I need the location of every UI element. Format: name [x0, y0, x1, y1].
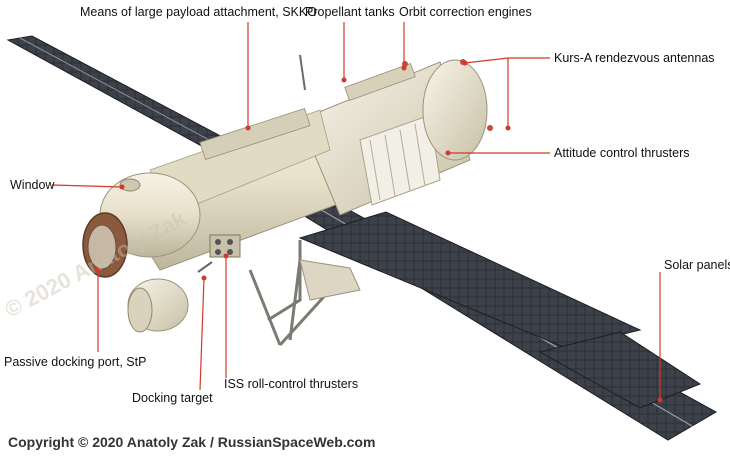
radiator-plate	[299, 259, 361, 301]
label-propellant-tanks: Propellant tanks	[305, 5, 395, 19]
solar-array-lower-right	[296, 204, 718, 441]
leader-endpoints	[95, 60, 663, 403]
label-window: Window	[10, 178, 55, 192]
forward-section	[82, 172, 241, 333]
leader-lines	[51, 22, 661, 400]
copyright-text: Copyright © 2020 Anatoly Zak / RussianSp…	[8, 434, 376, 450]
label-roll-control-thrusters: ISS roll-control thrusters	[224, 377, 359, 391]
label-passive-docking-port: Passive docking port, StP	[4, 355, 147, 369]
label-orbit-correction-engines: Orbit correction engines	[399, 5, 532, 19]
label-docking-target: Docking target	[132, 391, 213, 405]
leader-window	[51, 184, 123, 188]
label-skko: Means of large payload attachment, SKKO	[80, 5, 317, 19]
leader-kurs-branch	[464, 57, 509, 64]
leader-kurs	[507, 57, 550, 128]
label-attitude-thrusters: Attitude control thrusters	[554, 146, 690, 160]
label-solar-panels: Solar panels	[664, 258, 730, 272]
leader-docking-target	[199, 277, 205, 391]
label-kurs-antennas: Kurs-A rendezvous antennas	[554, 51, 715, 65]
